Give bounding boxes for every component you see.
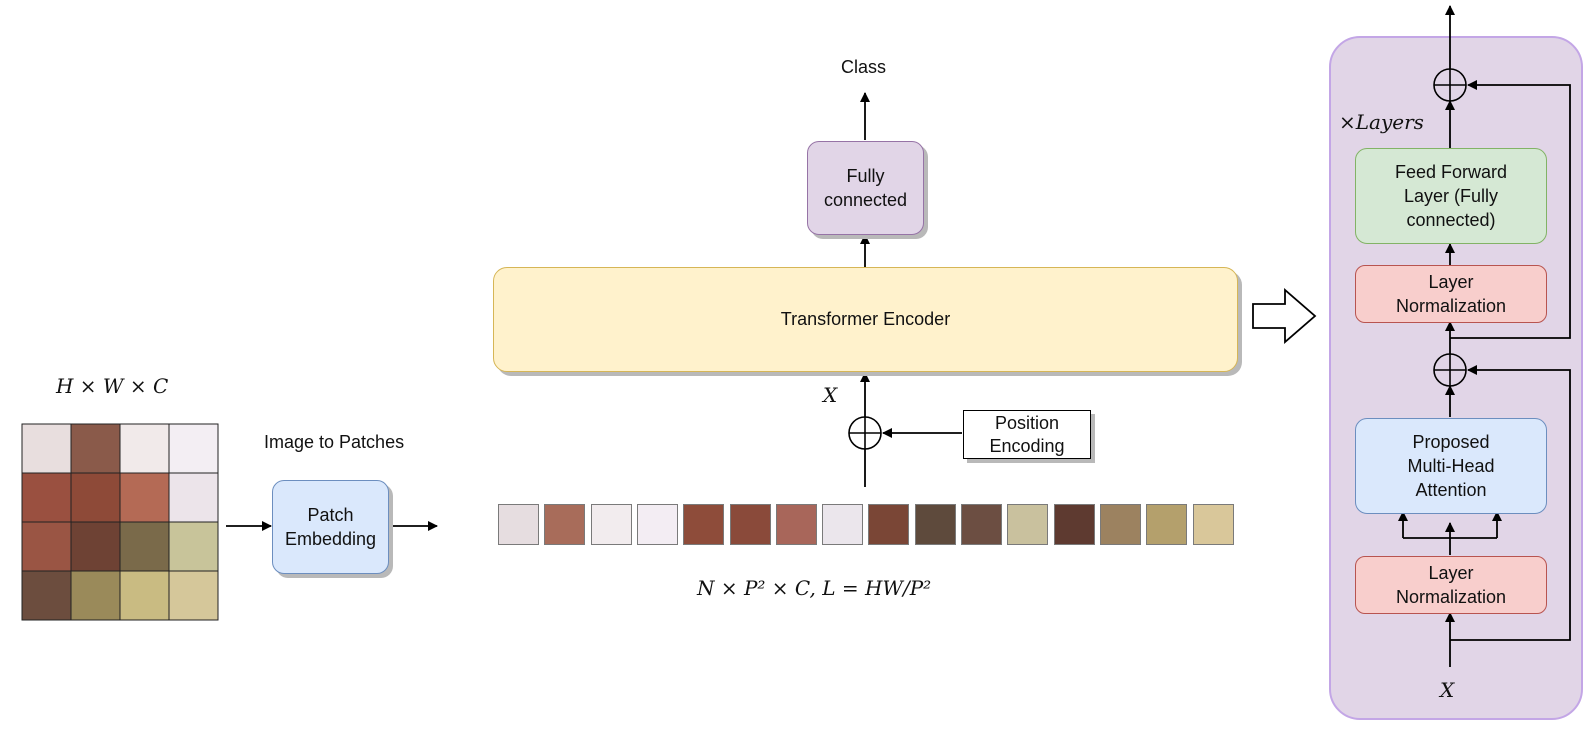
residual-connection-bottom <box>1450 365 1571 641</box>
image-patch <box>70 423 121 474</box>
sequence-patch <box>1100 504 1141 545</box>
image-patch <box>119 423 170 474</box>
class-label: Class <box>841 57 887 77</box>
image-patch <box>168 423 219 474</box>
residual-connection-top <box>1450 80 1571 339</box>
sequence-patch <box>637 504 678 545</box>
fully-connected-box: Fully connected <box>807 141 924 235</box>
image-patch <box>21 570 72 621</box>
image-patch <box>21 521 72 572</box>
image-patch <box>70 472 121 523</box>
sequence-patch <box>730 504 771 545</box>
image-patch <box>168 570 219 621</box>
image-patch <box>168 521 219 572</box>
image-patch <box>119 472 170 523</box>
image-patch <box>70 521 121 572</box>
image-patch <box>70 570 121 621</box>
sequence-patch <box>868 504 909 545</box>
sequence-patch <box>822 504 863 545</box>
input-dims-label: H × W × C <box>56 374 169 398</box>
sequence-patch <box>1007 504 1048 545</box>
image-patch <box>119 521 170 572</box>
patch-embedding-box: Patch Embedding <box>272 480 389 574</box>
image-patch <box>21 423 72 474</box>
x-symbol-label: X <box>823 383 838 407</box>
sequence-patch <box>1193 504 1234 545</box>
sequence-patch <box>1054 504 1095 545</box>
input-image-grid <box>21 423 219 621</box>
sequence-patch <box>1146 504 1187 545</box>
layers-label: ×Layers <box>1339 110 1424 134</box>
position-encoding-box: Position Encoding <box>963 410 1091 459</box>
sequence-dims-label: N × P² × C, L = HW/P² <box>697 576 932 600</box>
multi-head-attention-box: Proposed Multi-Head Attention <box>1355 418 1547 514</box>
feed-forward-box: Feed Forward Layer (Fully connected) <box>1355 148 1547 244</box>
image-patch <box>21 472 72 523</box>
layer-norm-top-box: Layer Normalization <box>1355 265 1547 323</box>
sequence-patch <box>544 504 585 545</box>
sequence-patch <box>776 504 817 545</box>
x-input-label: X <box>1440 678 1455 702</box>
sequence-patch <box>683 504 724 545</box>
sequence-patch <box>498 504 539 545</box>
image-patch <box>168 472 219 523</box>
image-patch <box>119 570 170 621</box>
transformer-encoder-box: Transformer Encoder <box>493 267 1238 372</box>
sequence-patch <box>591 504 632 545</box>
image-to-patches-label: Image to Patches <box>264 432 405 452</box>
layer-norm-bottom-box: Layer Normalization <box>1355 556 1547 614</box>
hollow-expand-arrow <box>1252 288 1317 344</box>
sequence-patch <box>915 504 956 545</box>
sequence-patch <box>961 504 1002 545</box>
